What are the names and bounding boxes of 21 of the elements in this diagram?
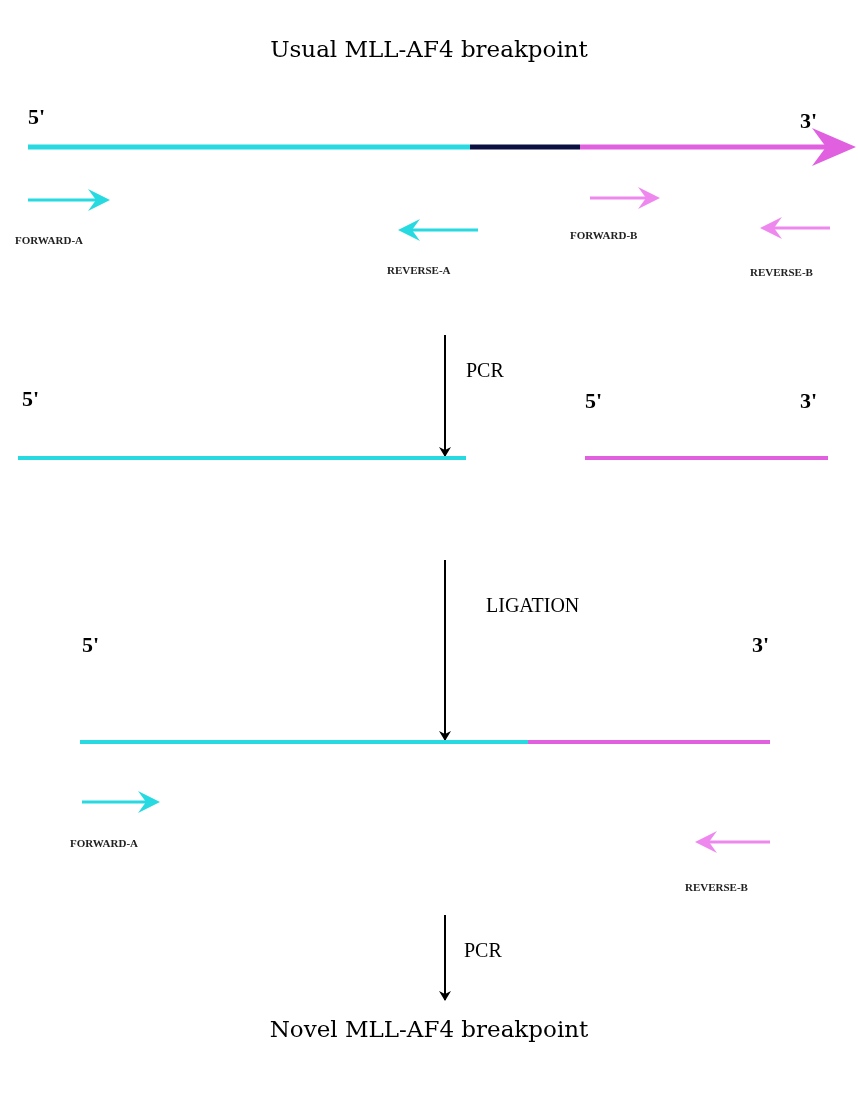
dna-strand [585,456,828,460]
strand-end-label: 3' [800,387,818,415]
primer-label: REVERSE-B [750,265,813,280]
primer-label: FORWARD-A [70,836,139,851]
arrow [439,914,451,1001]
strand-end-label: 3' [800,107,818,135]
primer-label: REVERSE-A [387,263,451,278]
strand-end-label: 5' [82,631,100,659]
arrow [439,559,451,741]
strand-end-label: 5' [28,103,46,131]
primer-label: FORWARD-B [570,228,638,243]
primer-label: REVERSE-B [685,880,748,895]
arrow [439,334,451,457]
primer-label: FORWARD-A [15,233,84,248]
dna-strand [18,456,466,460]
strand-end-label: 3' [752,631,770,659]
strand-end-label: 5' [22,385,40,413]
heading-text: Usual MLL-AF4 breakpoint [229,28,629,64]
heading-text: Novel MLL-AF4 breakpoint [229,1000,629,1044]
strand-end-label: 5' [585,387,603,415]
dna-strand [80,740,770,744]
